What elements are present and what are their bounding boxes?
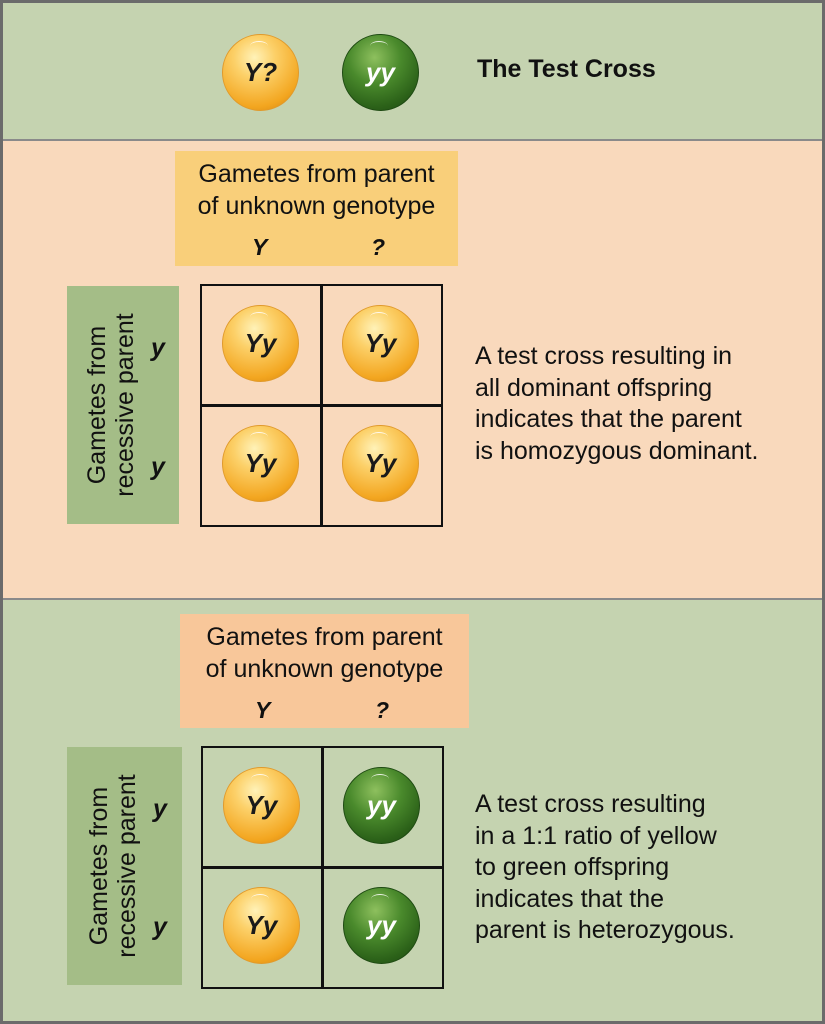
unknown-parent-pea: Y? — [222, 34, 299, 111]
cross2-description: A test cross resulting in a 1:1 ratio of… — [475, 789, 735, 947]
cross1-description: A test cross resulting in all dominant o… — [475, 341, 758, 467]
pea-highlight — [370, 41, 388, 51]
pea-highlight — [251, 774, 269, 784]
offspring-genotype: Yy — [364, 448, 397, 478]
offspring-pea: yy — [343, 767, 420, 844]
column-allele-1: Y — [255, 697, 271, 723]
offspring-genotype: yy — [367, 790, 396, 820]
grid-divider — [203, 866, 442, 869]
side-label-line1: Gametes from — [84, 786, 113, 946]
column-allele-2: ? — [371, 234, 386, 260]
row-allele-1: y — [151, 334, 165, 362]
description-line: all dominant offspring — [475, 373, 713, 402]
offspring-genotype: yy — [367, 910, 396, 940]
offspring-pea: Yy — [222, 305, 299, 382]
offspring-pea: Yy — [223, 767, 300, 844]
cross1-punnett-square: Yy Yy Yy Yy — [200, 284, 443, 527]
offspring-genotype: Yy — [245, 790, 278, 820]
pea-highlight — [371, 774, 389, 784]
description-line: indicates that the parent — [475, 405, 742, 433]
offspring-genotype: Yy — [244, 328, 277, 358]
grid-divider — [202, 404, 441, 407]
column-allele-1: Y — [252, 234, 268, 260]
pea-highlight — [250, 432, 268, 442]
pea-highlight — [371, 894, 389, 904]
description-line: A test cross resulting — [475, 790, 706, 818]
pea-highlight — [250, 41, 268, 51]
offspring-pea: Yy — [222, 425, 299, 502]
recessive-parent-pea: yy — [342, 34, 419, 111]
recessive-parent-genotype: yy — [366, 57, 395, 87]
offspring-pea: Yy — [342, 305, 419, 382]
description-line: parent is heterozygous. — [475, 916, 735, 944]
offspring-genotype: Yy — [244, 448, 277, 478]
pea-highlight — [250, 312, 268, 322]
offspring-pea: Yy — [342, 425, 419, 502]
gametes-label-line2: of unknown genotype — [205, 655, 444, 683]
unknown-parent-genotype: Y? — [243, 57, 278, 87]
side-label-line2: recessive parent — [111, 313, 139, 497]
offspring-pea: Yy — [223, 887, 300, 964]
description-line: to green offspring — [475, 853, 670, 881]
header-band: Y? yy The Test Cross — [3, 3, 822, 141]
description-line: A test cross resulting in — [475, 342, 733, 370]
offspring-pea: yy — [343, 887, 420, 964]
gametes-label-line1: Gametes from parent — [198, 160, 435, 188]
offspring-genotype: Yy — [364, 328, 397, 358]
row-allele-2: y — [153, 913, 167, 941]
cross2-punnett-square: Yy yy Yy yy — [201, 746, 444, 989]
side-label-line2: recessive parent — [112, 774, 141, 958]
column-allele-2: ? — [375, 697, 390, 723]
description-line: in a 1:1 ratio of yellow — [475, 821, 717, 850]
description-line: indicates that the — [475, 884, 665, 913]
cross2-gametes-header: Gametes from parent of unknown genotype … — [180, 614, 469, 728]
cross1-panel: Gametes from parent of unknown genotype … — [3, 141, 822, 600]
pea-highlight — [370, 432, 388, 442]
row-allele-1: y — [153, 795, 167, 823]
cross2-side-label-box: Gametes from recessive parent y y — [67, 747, 182, 985]
description-line: is homozygous dominant. — [475, 436, 759, 465]
figure-title: The Test Cross — [477, 55, 656, 83]
gametes-label-line1: Gametes from parent — [206, 623, 443, 651]
offspring-genotype: Yy — [245, 910, 278, 940]
pea-highlight — [370, 312, 388, 322]
gametes-label-line2: of unknown genotype — [197, 192, 436, 220]
cross2-panel: Gametes from parent of unknown genotype … — [3, 600, 822, 1021]
row-allele-2: y — [151, 453, 165, 481]
side-label: Gametes from recessive parent — [83, 290, 139, 520]
pea-highlight — [251, 894, 269, 904]
side-label-line1: Gametes from — [83, 325, 111, 485]
cross1-side-label-box: Gametes from recessive parent y y — [67, 286, 179, 524]
side-label: Gametes from recessive parent — [85, 751, 141, 981]
cross1-gametes-header: Gametes from parent of unknown genotype … — [175, 151, 458, 266]
